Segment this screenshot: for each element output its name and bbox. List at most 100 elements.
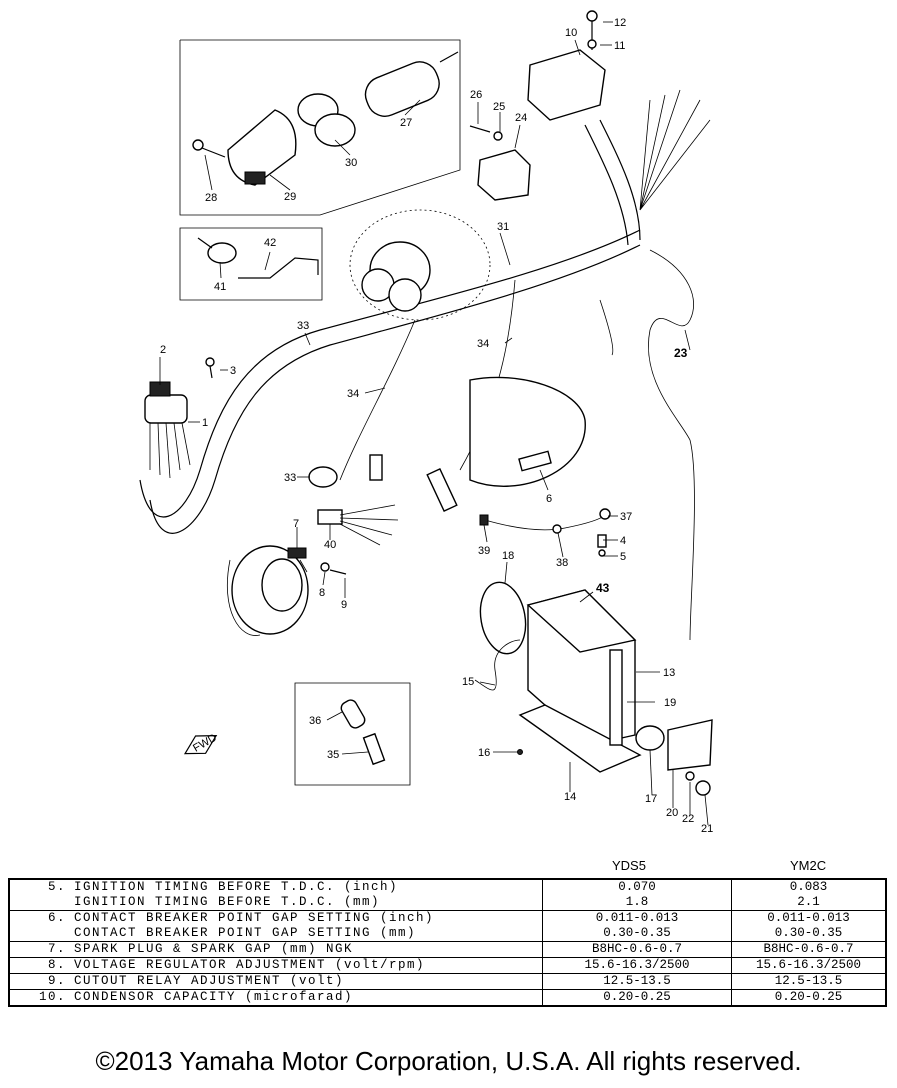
spark-plug-inset-drawing: [340, 699, 386, 766]
part-label: 19: [664, 697, 676, 709]
part-label: 20: [666, 807, 678, 819]
table-row: 9. CUTOUT RELAY ADJUSTMENT (volt) 12.5-13…: [9, 973, 886, 990]
part-label: 12: [614, 17, 626, 29]
row-number: 8.: [47, 958, 66, 972]
battery-drawing: [474, 581, 713, 796]
table-row: 8. VOLTAGE REGULATOR ADJUSTMENT (volt/rpm…: [9, 957, 886, 974]
inset-box-condenser: [179, 227, 323, 301]
ym2c-value: 2.1: [797, 895, 820, 909]
row-number: 9.: [47, 974, 66, 988]
part-label: 26: [470, 89, 482, 101]
part-label: 34: [477, 338, 489, 350]
part-label: 10: [565, 27, 577, 39]
part-label: 11: [614, 40, 625, 52]
table-row: 6. CONTACT BREAKER POINT GAP SETTING (inc…: [9, 910, 886, 926]
ym2c-value: 15.6-16.3/2500: [731, 957, 886, 974]
row-name: VOLTAGE REGULATOR ADJUSTMENT (volt/rpm): [74, 958, 426, 972]
wire-harness-main-outer: [149, 244, 641, 534]
part-label: 14: [564, 791, 576, 803]
row-name: IGNITION TIMING BEFORE T.D.C. (inch): [74, 880, 399, 894]
part-label: 33: [284, 472, 296, 484]
row-name: IGNITION TIMING BEFORE T.D.C. (mm): [74, 895, 381, 909]
table-row: 10. CONDENSOR CAPACITY (microfarad) 0.20-…: [9, 989, 886, 1006]
inset-box-spark-plug: [294, 682, 411, 786]
ym2c-value: 0.083: [789, 880, 828, 894]
part-label: 22: [682, 813, 694, 825]
part-label: 7: [293, 518, 299, 530]
part-label: 15: [462, 676, 474, 688]
ym2c-value: 12.5-13.5: [731, 973, 886, 990]
row-number: 10.: [38, 990, 66, 1004]
part-label: 27: [400, 117, 412, 129]
screw-28-drawing: [192, 139, 226, 158]
part-label: 37: [620, 511, 632, 523]
row-name: CONTACT BREAKER POINT GAP SETTING (inch): [74, 911, 435, 925]
row-number: 5.: [47, 880, 66, 894]
regulator-drawing: [527, 10, 606, 121]
crankcase-drawing: [361, 241, 586, 487]
ym2c-value: 0.30-0.35: [774, 926, 843, 940]
yds5-value: B8HC-0.6-0.7: [542, 941, 732, 958]
yds5-value: 1.8: [542, 895, 732, 911]
part-label: 33: [297, 320, 309, 332]
fwd-arrow-icon: FWD: [183, 732, 219, 755]
row-name: CONDENSOR CAPACITY (microfarad): [74, 990, 354, 1004]
part-label: 40: [324, 539, 336, 551]
yds5-value: 0.20-0.25: [542, 989, 732, 1006]
column-header-ym2c: YM2C: [790, 858, 827, 873]
part-label: 2: [160, 344, 166, 356]
part-label: 36: [309, 715, 321, 727]
part-label: 30: [345, 157, 357, 169]
part-label: 41: [214, 281, 226, 293]
part-label: 28: [205, 192, 217, 204]
part-label: 16: [478, 747, 490, 759]
inset-box-coil: [179, 39, 461, 216]
part-label: 43: [596, 581, 610, 595]
yds5-value: 15.6-16.3/2500: [542, 957, 732, 974]
leader-lines: [159, 21, 709, 826]
fuse-holder-drawing: [469, 125, 531, 201]
part-label: 42: [264, 237, 276, 249]
ignition-coil-drawing: [364, 51, 459, 117]
coil-highlight-ellipse: [349, 209, 491, 321]
row-name: CONTACT BREAKER POINT GAP SETTING (mm): [74, 926, 417, 940]
part-label: 23: [674, 346, 688, 360]
row-name: SPARK PLUG & SPARK GAP (mm) NGK: [74, 942, 354, 956]
part-label: 13: [663, 667, 675, 679]
part-label: 34: [347, 388, 359, 400]
horn-drawing: [226, 545, 347, 636]
part-label: 21: [701, 823, 713, 835]
part-label: 35: [327, 749, 339, 761]
table-row: 7. SPARK PLUG & SPARK GAP (mm) NGK B8HC-0…: [9, 941, 886, 958]
coil-band-drawing: [297, 93, 356, 147]
yds5-value: 0.011-0.013: [542, 910, 732, 926]
part-label: 25: [493, 101, 505, 113]
clamp-32-drawing: [308, 466, 338, 488]
part-label: 5: [620, 551, 626, 563]
column-header-yds5: YDS5: [612, 858, 646, 873]
row-name: CUTOUT RELAY ADJUSTMENT (volt): [74, 974, 345, 988]
ym2c-value: 0.20-0.25: [731, 989, 886, 1006]
row-number: 6.: [47, 911, 66, 925]
yds5-value: 0.30-0.35: [542, 926, 732, 942]
part-labels: 2 3 1 4 5 6 7 8 9 10 11 12 13 14 15 16 1…: [160, 17, 713, 835]
ym2c-value: B8HC-0.6-0.7: [731, 941, 886, 958]
table-row: CONTACT BREAKER POINT GAP SETTING (mm) 0…: [9, 926, 886, 942]
part-label: 24: [515, 112, 527, 124]
spark-plug-frame-drawing: [369, 450, 552, 513]
spec-table: 5. IGNITION TIMING BEFORE T.D.C. (inch) 0…: [8, 878, 887, 1007]
copyright-notice: ©2013 Yamaha Motor Corporation, U.S.A. A…: [95, 1046, 802, 1076]
main-switch-drawing: [144, 357, 215, 479]
part-label: 18: [502, 550, 514, 562]
part-label: 39: [478, 545, 490, 557]
condenser-drawing: [197, 237, 319, 279]
part-label: 8: [319, 587, 325, 599]
row-number: 7.: [47, 942, 66, 956]
coil-cover-drawing: [227, 109, 297, 186]
part-label: 4: [620, 535, 626, 547]
wire-harness-main: [139, 229, 641, 518]
part-label: 6: [546, 493, 552, 505]
part-label: 29: [284, 191, 296, 203]
parts-diagram: FWD: [139, 10, 713, 835]
neutral-switch-drawing: [479, 508, 611, 557]
